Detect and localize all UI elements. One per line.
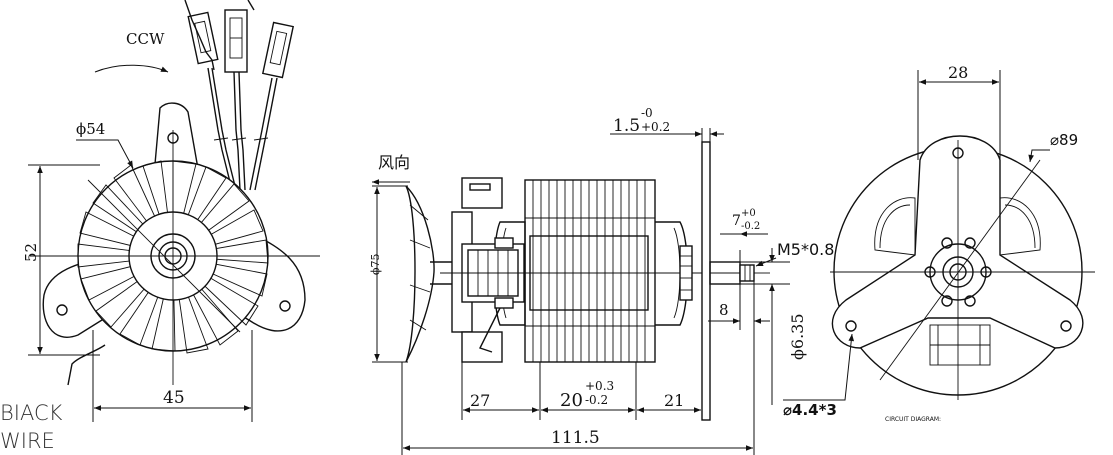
clearance-label: 1.5 — [613, 116, 640, 136]
rear-view: 28 ⌀89 ⌀4.4*3 CIRCUIT DIAGRAM: — [783, 63, 1095, 423]
dim-28-label: 28 — [948, 63, 968, 82]
shaft-diameter-label: ϕ6.35 — [788, 313, 807, 360]
clearance-tol-lower: +0.2 — [641, 120, 670, 134]
clearance-tol-upper: -0 — [641, 106, 653, 120]
side-view: 风向 ϕ75 — [369, 106, 834, 455]
front-view: CCW — [0, 0, 320, 453]
stator-stack — [524, 179, 656, 363]
black-wire-label-1: BIACK — [0, 401, 63, 425]
wind-direction-label: 风向 — [378, 153, 410, 172]
shaft-7-lower: -0.2 — [741, 221, 760, 232]
height-52-label: 52 — [22, 243, 40, 262]
dim-8-label: 8 — [719, 301, 729, 319]
fan-diameter-label: ϕ75 — [369, 254, 382, 276]
overall-length-label: 111.5 — [551, 428, 600, 448]
dim-20-upper: +0.3 — [585, 379, 614, 393]
ccw-label: CCW — [126, 30, 165, 48]
wire-terminals — [184, 0, 295, 191]
front-plate — [701, 141, 711, 421]
dim-27-label: 27 — [470, 391, 490, 410]
shaft-7-label: 7 — [732, 213, 741, 229]
black-wire-label-2: WIRE — [0, 429, 55, 453]
holes-label: ⌀4.4*3 — [783, 401, 837, 419]
shaft-7-upper: +0 — [741, 208, 756, 219]
dim-20-label: 20 — [560, 390, 583, 411]
width-45-label: 45 — [163, 388, 185, 408]
dim-21-label: 21 — [664, 391, 684, 410]
thread-label: M5*0.8 — [777, 240, 834, 259]
outer-diameter-label: ⌀89 — [1050, 131, 1078, 149]
dim-20-lower: -0.2 — [585, 393, 608, 407]
circuit-diagram-label: CIRCUIT DIAGRAM: — [885, 416, 941, 423]
hub-diameter-label: ϕ54 — [76, 120, 105, 138]
